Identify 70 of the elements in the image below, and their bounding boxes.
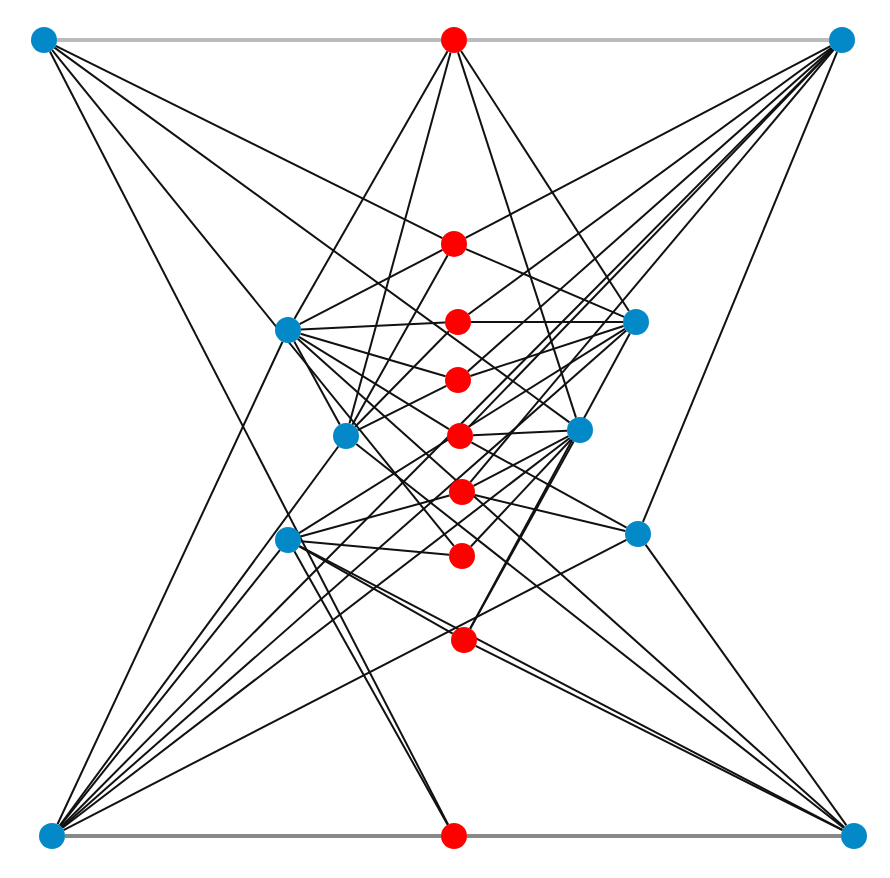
node-dot [567,417,593,443]
connector-line [467,834,841,838]
connector-line [293,340,341,426]
connector-line [48,50,450,826]
connector-line [299,540,451,556]
node-dot [441,231,467,257]
connector-line [299,494,451,538]
connector-line [57,38,441,42]
connector-line [472,435,570,487]
connector-line [298,249,444,325]
node-dot [451,627,477,653]
node-dot [333,423,359,449]
connector-line [464,248,626,318]
connector-line [470,441,628,529]
connector-line [469,440,575,630]
node-dot [449,543,475,569]
connector-line [298,545,844,831]
connector-line [296,337,846,829]
node-dot [445,309,471,335]
node-dot [449,479,475,505]
node-dot [829,27,855,53]
node-dot [447,423,473,449]
node-dot [623,309,649,335]
connector-line [460,49,630,313]
connector-line [298,327,626,535]
node-dot [275,527,301,553]
connector-line [300,321,446,331]
connector-line [466,47,834,373]
connector-line [472,429,568,437]
connector-line [53,46,571,424]
connector-line [457,51,577,419]
connector-line [62,538,628,832]
node-dot [441,823,467,849]
node-dot [31,27,57,53]
connector-line [641,51,839,523]
connector-line [469,325,625,377]
connector-line [473,494,627,532]
node-dot [625,521,651,547]
connector-line [298,335,450,431]
connector-line [355,443,845,829]
connector-line [354,330,450,428]
connector-line [474,644,844,832]
connector-line [293,50,449,320]
connector-line [464,45,832,239]
connector-line [469,438,573,548]
node-dot [441,27,467,53]
connector-line [60,329,628,829]
connector-line [54,44,444,240]
connector-line [348,51,452,425]
connector-line [644,543,848,827]
connector-line [293,550,449,826]
node-dot [275,317,301,343]
connector-line [65,834,441,838]
connector-line [470,321,624,323]
connector-line [298,545,454,635]
connector-line [59,549,281,827]
connector-line [58,445,340,827]
connector-line [299,332,447,378]
connector-line [351,254,449,426]
connector-line [356,384,448,432]
connector-line [56,340,284,826]
node-dot [445,367,471,393]
connector-line [61,436,571,830]
connector-line [51,49,455,547]
connector-line [60,48,834,828]
connector-line [467,38,829,42]
node-dot [841,823,867,849]
connector-line [467,46,833,316]
node-dot [39,823,65,849]
connector-line [469,332,631,630]
